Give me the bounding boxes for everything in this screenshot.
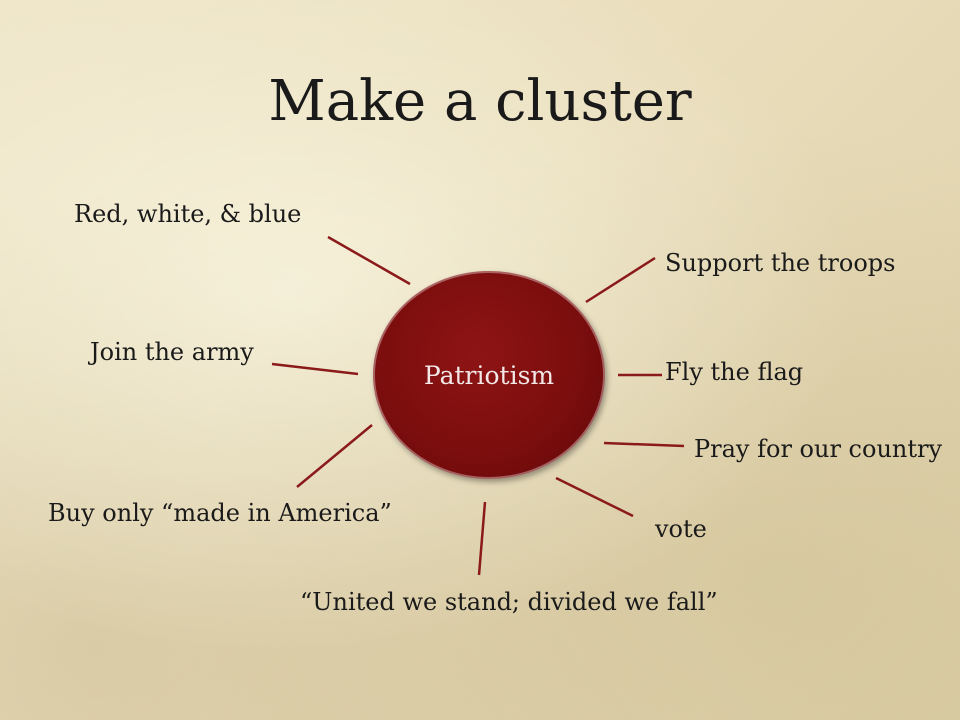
node-join-army: Join the army [90, 338, 254, 366]
connector-pray [603, 441, 685, 448]
connector-join-army [271, 362, 359, 376]
node-fly-flag: Fly the flag [665, 358, 804, 386]
connector-support-troops [585, 256, 656, 304]
slide-title: Make a cluster [268, 69, 692, 134]
node-united: “United we stand; divided we fall” [300, 588, 718, 616]
hub-label: Patriotism [423, 360, 555, 390]
connector-united [477, 501, 487, 576]
node-vote: vote [655, 515, 707, 543]
node-buy-american: Buy only “made in America” [48, 499, 392, 527]
connector-buy-american [296, 424, 373, 488]
node-support-troops: Support the troops [665, 249, 896, 277]
connector-red-white-blue [327, 235, 411, 286]
hub-circle: Patriotism [373, 271, 605, 479]
node-pray: Pray for our country [694, 435, 943, 463]
connector-vote [555, 476, 634, 518]
node-red-white-blue: Red, white, & blue [74, 200, 302, 228]
